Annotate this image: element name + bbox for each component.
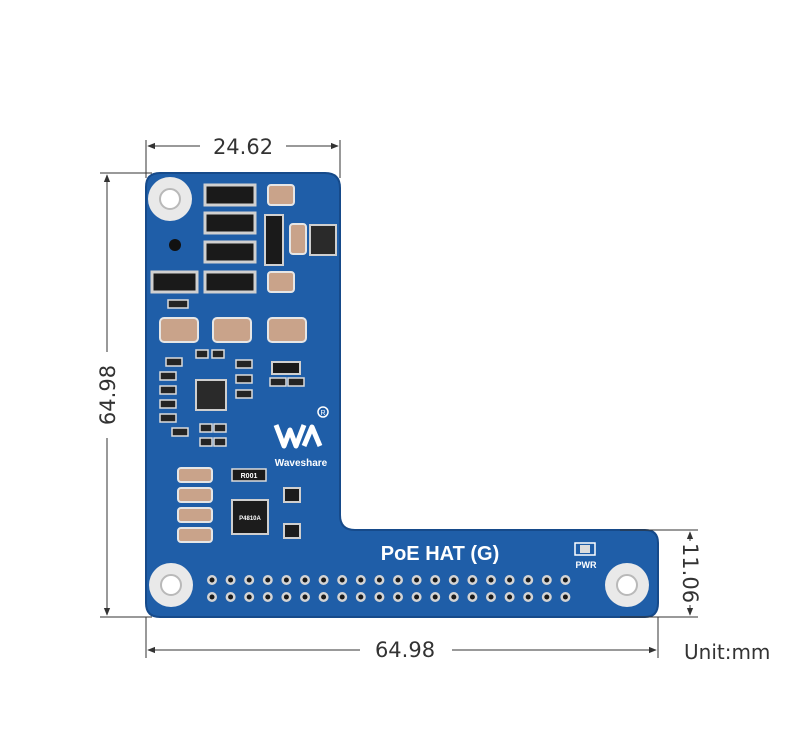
dimension-right-height: 11.06 [620,529,702,618]
gpio-pin-hole [283,577,289,583]
dimension-left-height: 64.98 [96,172,152,618]
gpio-pin-hole [358,594,364,600]
gpio-pin-hole [321,594,327,600]
gpio-pin-hole [544,594,550,600]
gpio-pin-hole [469,594,475,600]
gpio-pin-hole [283,594,289,600]
dimension-top-width-label: 24.62 [213,135,273,159]
gpio-pin-hole [488,577,494,583]
dimension-left-height-label: 64.98 [96,365,120,425]
gpio-pin-hole [246,594,252,600]
gpio-pin-hole [395,577,401,583]
gpio-pin-hole [376,594,382,600]
dimension-top-width: 24.62 [145,135,341,178]
gpio-pin-hole [414,577,420,583]
diode-components [150,183,301,375]
dimension-bottom-width-label: 64.98 [375,638,435,662]
gpio-pin-hole [228,577,234,583]
gpio-pin-hole [265,594,271,600]
gpio-pin-hole [302,594,308,600]
ic-components [195,224,337,539]
brand-name: Waveshare [275,458,328,469]
gpio-pin-hole [339,594,345,600]
waveshare-logo: R Waveshare [273,406,329,469]
gpio-pin-hole [451,577,457,583]
gpio-pin-hole [358,577,364,583]
gpio-pin-hole [209,594,215,600]
gpio-pin-hole [525,594,531,600]
gpio-header [207,575,571,602]
gpio-pin-hole [209,577,215,583]
svg-text:R: R [320,410,325,417]
gpio-pin-hole [246,577,252,583]
gpio-pin-hole [321,577,327,583]
gpio-pin-hole [451,594,457,600]
gpio-pin-hole [488,594,494,600]
gpio-pin-hole [562,594,568,600]
gpio-pin-hole [469,577,475,583]
power-led [574,542,596,556]
gpio-pin-hole [507,577,513,583]
mounting-hole-top-left [148,177,192,221]
gpio-pin-hole [395,594,401,600]
gpio-pin-hole [414,594,420,600]
via-hole [169,239,181,251]
gpio-pin-hole [432,594,438,600]
mounting-hole-bottom-left [149,563,193,607]
gpio-pin-hole [544,577,550,583]
unit-label: Unit:mm [684,640,770,664]
mounting-hole-bottom-right [605,563,649,607]
resistor-components [159,299,305,447]
gpio-pin-hole [432,577,438,583]
gpio-pin-hole [525,577,531,583]
dimension-right-height-label: 11.06 [678,543,702,603]
gpio-pin-hole [562,577,568,583]
capacitor-components [159,184,307,543]
current-sense-resistor [231,468,267,482]
gpio-pin-hole [302,577,308,583]
resistor-marking: R001 [241,473,258,480]
gpio-pin-hole [507,594,513,600]
gpio-pin-hole [265,577,271,583]
gpio-pin-hole [339,577,345,583]
chip-marking: P4810A [239,516,261,522]
product-name: PoE HAT (G) [381,543,500,565]
gpio-pin-hole [228,594,234,600]
power-led-label: PWR [576,560,597,570]
gpio-pin-hole [376,577,382,583]
dimension-bottom-width: 64.98 [145,617,659,662]
